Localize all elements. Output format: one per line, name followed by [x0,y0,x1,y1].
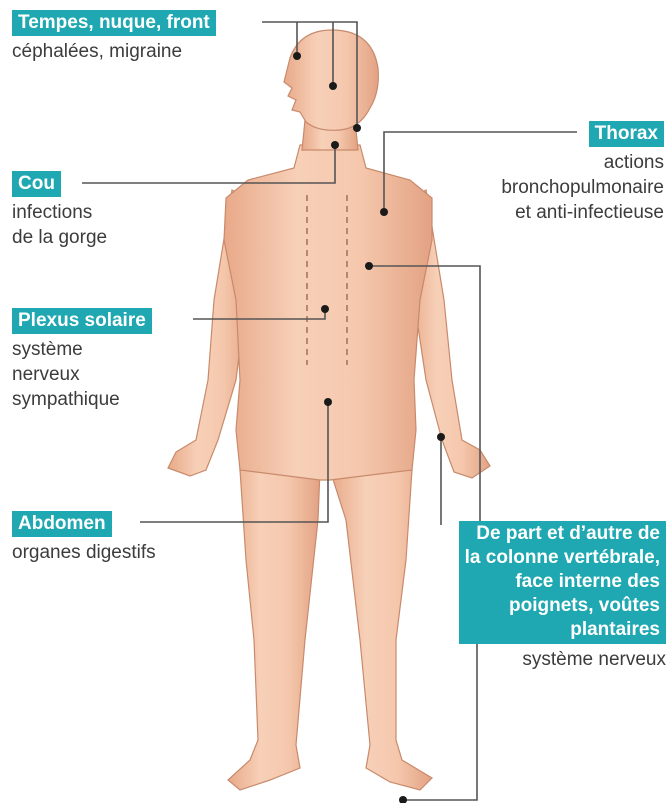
desc-abdomen-line: organes digestifs [12,540,156,565]
point-cou [331,141,339,149]
point-poignet [437,433,445,441]
point-colonne [365,262,373,270]
left-leg [228,470,320,790]
desc-thorax-line: bronchopulmonaire [501,175,664,200]
desc-cou-line: de la gorge [12,225,107,250]
point-front [329,82,337,90]
callout-tempes: Tempes, nuque, front céphalées, migraine [12,10,216,64]
human-figure [168,30,490,790]
callout-thorax: Thorax actions bronchopulmonaire et anti… [501,121,664,225]
desc-cou: infections de la gorge [12,200,107,250]
desc-plexus: système nerveux sympathique [12,337,152,412]
point-abdomen [324,398,332,406]
label-thorax: Thorax [589,121,664,147]
point-voute-plantaire [399,796,407,803]
desc-tempes: céphalées, migraine [12,39,216,64]
label-tempes: Tempes, nuque, front [12,10,216,36]
desc-thorax: actions bronchopulmonaire et anti-infect… [501,150,664,225]
point-tempe [293,52,301,60]
label-colonne-line: face interne des [465,570,660,594]
label-cou: Cou [12,171,61,197]
point-plexus [321,305,329,313]
desc-plexus-line: nerveux [12,362,152,387]
label-colonne-line: la colonne vertébrale, [465,546,660,570]
callout-plexus: Plexus solaire système nerveux sympathiq… [12,308,152,412]
label-plexus: Plexus solaire [12,308,152,334]
desc-thorax-line: et anti-infectieuse [501,200,664,225]
point-nuque [353,124,361,132]
desc-tempes-line: céphalées, migraine [12,39,216,64]
callout-cou: Cou infections de la gorge [12,171,107,250]
right-leg [330,470,432,790]
callout-abdomen: Abdomen organes digestifs [12,511,156,565]
label-colonne: De part et d’autre de la colonne vertébr… [459,521,666,644]
label-abdomen: Abdomen [12,511,112,537]
desc-colonne: système nerveux [459,647,666,672]
desc-thorax-line: actions [501,150,664,175]
label-colonne-line: plantaires [465,618,660,642]
point-thorax [380,208,388,216]
callout-colonne: De part et d’autre de la colonne vertébr… [459,521,666,672]
label-colonne-line: De part et d’autre de [465,522,660,546]
head [284,30,378,130]
desc-plexus-line: sympathique [12,387,152,412]
desc-plexus-line: système [12,337,152,362]
label-colonne-line: poignets, voûtes [465,594,660,618]
desc-cou-line: infections [12,200,107,225]
desc-colonne-line: système nerveux [459,647,666,672]
desc-abdomen: organes digestifs [12,540,156,565]
